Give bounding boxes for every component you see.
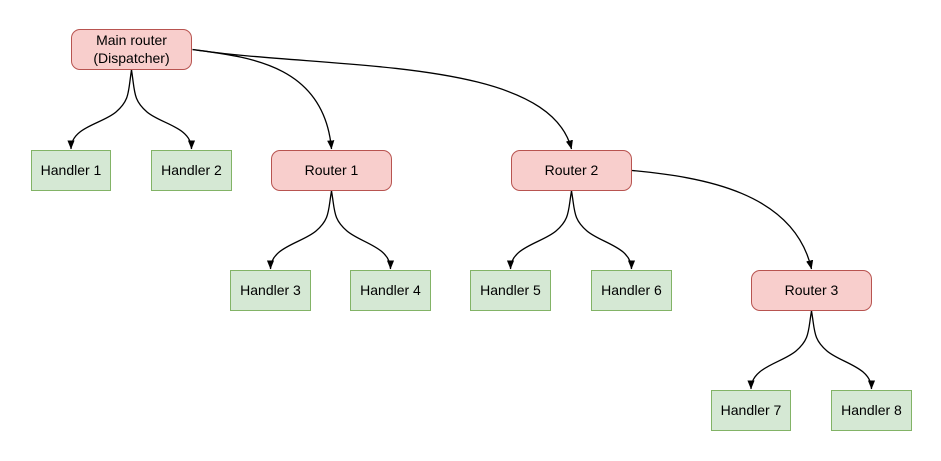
node-main-router[interactable]: Main router (Dispatcher) [71, 29, 192, 70]
node-router-2[interactable]: Router 2 [511, 150, 632, 191]
edge-main-router-to-handler-2 [130, 69, 196, 150]
edge-router-1-to-handler-4 [330, 190, 395, 270]
edge-router-2-to-handler-6 [570, 190, 636, 270]
edge-main-router-to-router-1 [192, 48, 335, 150]
node-handler-6[interactable]: Handler 6 [591, 270, 672, 311]
node-handler-3[interactable]: Handler 3 [230, 270, 311, 311]
edge-router-3-to-handler-8 [810, 310, 876, 390]
node-handler-1[interactable]: Handler 1 [31, 150, 111, 191]
node-handler-5[interactable]: Handler 5 [470, 270, 551, 311]
node-router-1[interactable]: Router 1 [271, 150, 392, 191]
edge-router-1-to-handler-3 [266, 190, 333, 270]
node-handler-2[interactable]: Handler 2 [151, 150, 232, 191]
edge-router-2-to-handler-5 [506, 190, 573, 270]
edge-router-2-to-router-3 [631, 169, 814, 270]
node-handler-8[interactable]: Handler 8 [831, 390, 912, 431]
node-handler-4[interactable]: Handler 4 [350, 270, 431, 311]
node-router-3[interactable]: Router 3 [751, 270, 872, 311]
edge-router-3-to-handler-7 [747, 310, 813, 390]
edge-main-router-to-router-2 [192, 48, 573, 150]
node-handler-7[interactable]: Handler 7 [711, 390, 791, 431]
edge-main-router-to-handler-1 [67, 69, 133, 150]
